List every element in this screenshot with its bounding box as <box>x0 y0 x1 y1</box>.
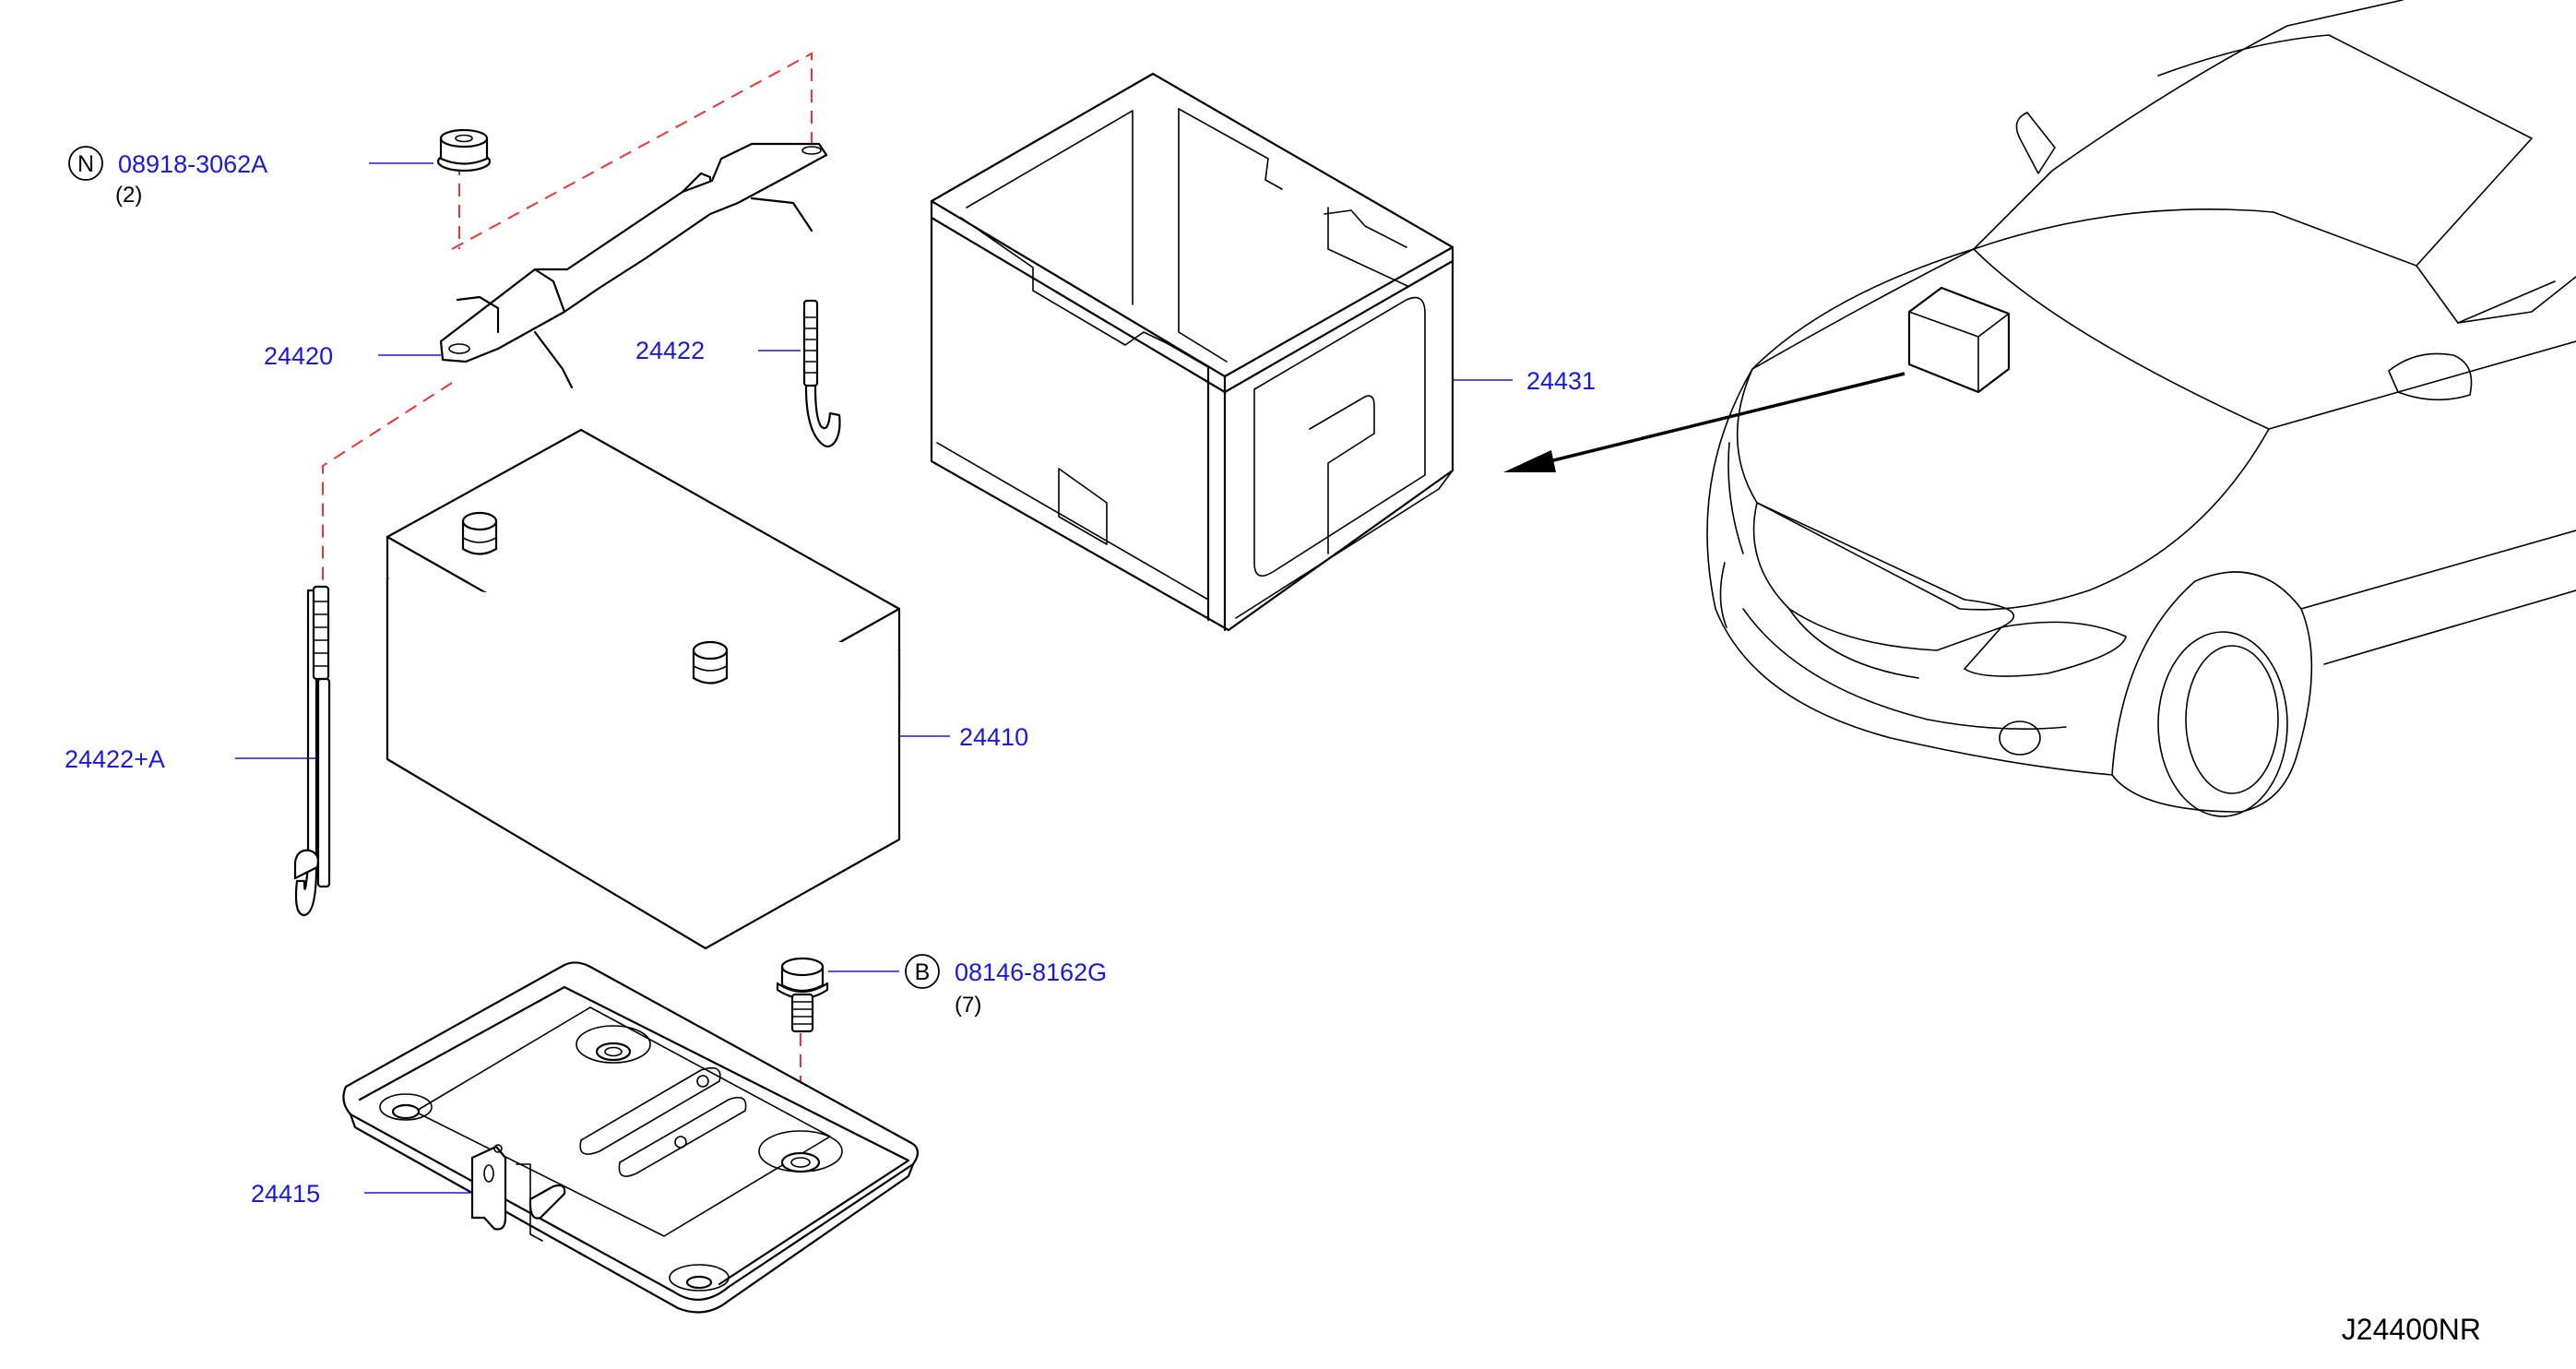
battery-24410[interactable] <box>386 428 901 950</box>
battery-cover-24431[interactable] <box>930 72 1454 632</box>
nut-symbol-circle <box>68 146 103 181</box>
label-tray[interactable]: 24415 <box>251 1180 320 1208</box>
nut-part-number[interactable]: 08918-3062A <box>118 150 267 178</box>
bolt-part-number[interactable]: 08146-8162G <box>955 958 1107 986</box>
label-rod-right[interactable]: 24422 <box>635 337 705 364</box>
label-rod-left[interactable]: 24422+A <box>65 745 165 773</box>
nut-08918-3062A[interactable] <box>436 128 492 173</box>
vehicle-outline <box>1706 0 2576 817</box>
fastener-bolt-callout: B 08146-8162G (7) <box>905 954 1107 1018</box>
hook-rod-24422A[interactable] <box>293 585 331 917</box>
nut-symbol-letter: N <box>77 151 94 177</box>
battery-tray-24415[interactable] <box>342 961 920 1314</box>
label-clamp[interactable]: 24420 <box>264 342 333 370</box>
hook-rod-24422[interactable] <box>802 299 841 448</box>
label-battery[interactable]: 24410 <box>959 723 1028 751</box>
nut-quantity: (2) <box>115 183 142 208</box>
location-arrow <box>1503 372 1905 472</box>
leader-lines <box>235 162 1513 1194</box>
label-cover[interactable]: 24431 <box>1526 367 1596 395</box>
fastener-nut-callout: N 08918-3062A (2) <box>68 146 267 208</box>
bolt-quantity: (7) <box>955 993 981 1018</box>
bolt-symbol-letter: B <box>915 959 931 985</box>
bolt-08146-8162G[interactable] <box>776 957 829 1033</box>
diagram-code: J24400NR <box>2342 1313 2481 1346</box>
bolt-symbol-circle <box>905 954 940 989</box>
battery-clamp-24420[interactable] <box>439 142 828 389</box>
